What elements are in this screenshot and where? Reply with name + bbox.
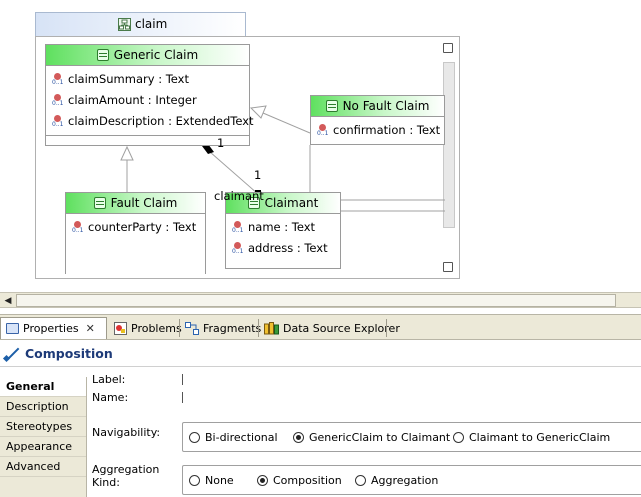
attribute-icon: 0..1 [232, 220, 244, 233]
composition-icon [4, 346, 20, 362]
section-description[interactable]: Description [0, 397, 86, 417]
data-source-icon [264, 321, 279, 334]
navigability-label: Navigability: [92, 426, 161, 439]
attribute-row[interactable]: 0..1 claimDescription : ExtendedText [46, 110, 254, 131]
radio-aggregation[interactable]: Aggregation [355, 474, 438, 487]
package-icon [118, 17, 131, 31]
class-name: Fault Claim [110, 196, 178, 210]
class-icon [325, 100, 338, 112]
radio-button[interactable] [453, 432, 464, 443]
class-no-fault-claim[interactable]: No Fault Claim 0..1 confirmation : Text [310, 95, 445, 145]
corner-handle-bottom[interactable] [443, 262, 453, 272]
problems-icon [114, 321, 127, 335]
radio-bi-directional[interactable]: Bi-directional [189, 431, 278, 444]
attribute-label: claimSummary : Text [68, 71, 189, 86]
class-icon [93, 197, 106, 209]
navigability-group: Bi-directional GenericClaim to Claimant … [182, 422, 641, 452]
generalization-arrowhead [249, 105, 267, 119]
attribute-row[interactable]: 0..1 counterParty : Text [66, 216, 205, 237]
aggregation-kind-label: Kind: [92, 476, 120, 489]
section-appearance[interactable]: Appearance [0, 437, 86, 457]
properties-header: Composition [0, 341, 641, 367]
attribute-icon: 0..1 [52, 72, 64, 85]
corner-handle-top[interactable] [443, 43, 453, 53]
diagram-canvas[interactable]: claim Generic Claim [0, 0, 641, 292]
role-name[interactable]: claimant [214, 189, 264, 203]
properties-title: Composition [25, 346, 113, 361]
diagram-hscrollbar[interactable]: ◀ [0, 292, 641, 308]
attribute-icon: 0..1 [72, 220, 84, 233]
aggregation-group: None Composition Aggregation [182, 465, 641, 495]
tab-label: Properties [23, 322, 79, 335]
package-tab[interactable]: claim [35, 12, 246, 36]
properties-icon [6, 323, 19, 334]
name-field-label: Name: [92, 391, 129, 404]
close-icon[interactable]: ✕ [85, 322, 95, 335]
tab-data-source-explorer[interactable]: Data Source Explorer [259, 317, 405, 339]
source-multiplicity[interactable]: 1 [217, 136, 225, 150]
attribute-label: confirmation : Text [333, 122, 441, 137]
attribute-row[interactable]: 0..1 claimAmount : Integer [46, 89, 249, 110]
attribute-row[interactable]: 0..1 confirmation : Text [311, 119, 444, 140]
generalization-arrowhead [120, 145, 134, 161]
general-form: Label: Name: Navigability: Bi-directiona… [88, 367, 641, 497]
tab-label: Fragments [203, 321, 262, 335]
tab-label: Data Source Explorer [283, 321, 400, 335]
section-advanced[interactable]: Advanced [0, 457, 86, 477]
diagram-connectors [120, 105, 445, 212]
class-fault-claim[interactable]: Fault Claim 0..1 counterParty : Text [65, 192, 206, 274]
label-field-label: Label: [92, 373, 126, 386]
package-name: claim [135, 17, 168, 31]
label-field[interactable] [182, 374, 183, 385]
section-stereotypes[interactable]: Stereotypes [0, 417, 86, 437]
tab-label: Problems [131, 321, 182, 335]
attribute-icon: 0..1 [52, 114, 64, 127]
class-claimant[interactable]: Claimant 0..1 name : Text 0..1 address :… [225, 192, 341, 269]
radio-button-selected[interactable] [257, 475, 268, 486]
attribute-row[interactable]: 0..1 name : Text [226, 216, 340, 237]
scroll-thumb[interactable] [16, 294, 616, 307]
radio-button[interactable] [189, 432, 200, 443]
radio-button[interactable] [355, 475, 366, 486]
attribute-label: claimAmount : Integer [68, 92, 197, 107]
radio-button-selected[interactable] [293, 432, 304, 443]
class-generic-claim[interactable]: Generic Claim 0..1 claimSummary : Text 0… [45, 44, 254, 146]
class-name: No Fault Claim [342, 99, 430, 113]
attribute-icon: 0..1 [232, 241, 244, 254]
target-multiplicity[interactable]: 1 [254, 168, 262, 182]
class-icon [96, 49, 109, 61]
tab-properties[interactable]: Properties ✕ [0, 317, 107, 339]
radio-composition[interactable]: Composition [257, 474, 342, 487]
radio-button[interactable] [189, 475, 200, 486]
attribute-icon: 0..1 [317, 123, 329, 136]
class-name: Generic Claim [113, 48, 199, 62]
views-tab-bar: Properties ✕ Problems Fragments [0, 314, 641, 340]
attribute-label: address : Text [248, 240, 328, 255]
scroll-left-icon[interactable]: ◀ [4, 296, 12, 306]
attribute-label: counterParty : Text [88, 219, 197, 234]
package-scroll-track[interactable] [443, 62, 455, 228]
attribute-label: claimDescription : ExtendedText [68, 113, 254, 128]
class-icon [247, 197, 260, 209]
attribute-icon: 0..1 [52, 93, 64, 106]
composition-diamond [202, 144, 214, 154]
section-general[interactable]: General [0, 377, 86, 397]
tab-problems[interactable]: Problems [109, 317, 187, 339]
fragments-icon [185, 321, 199, 335]
radio-none[interactable]: None [189, 474, 234, 487]
name-field[interactable] [182, 392, 183, 403]
radio-genericclaim-to-claimant[interactable]: GenericClaim to Claimant [293, 431, 450, 444]
attribute-label: name : Text [248, 219, 316, 234]
attribute-row[interactable]: 0..1 claimSummary : Text [46, 68, 249, 89]
aggregation-label: Aggregation [92, 463, 160, 476]
radio-claimant-to-genericclaim[interactable]: Claimant to GenericClaim [453, 431, 610, 444]
operations-compartment [46, 135, 249, 145]
property-sections: General Description Stereotypes Appearan… [0, 377, 87, 497]
tab-fragments[interactable]: Fragments [180, 317, 266, 339]
class-name: Claimant [264, 196, 319, 210]
attribute-row[interactable]: 0..1 address : Text [226, 237, 340, 258]
